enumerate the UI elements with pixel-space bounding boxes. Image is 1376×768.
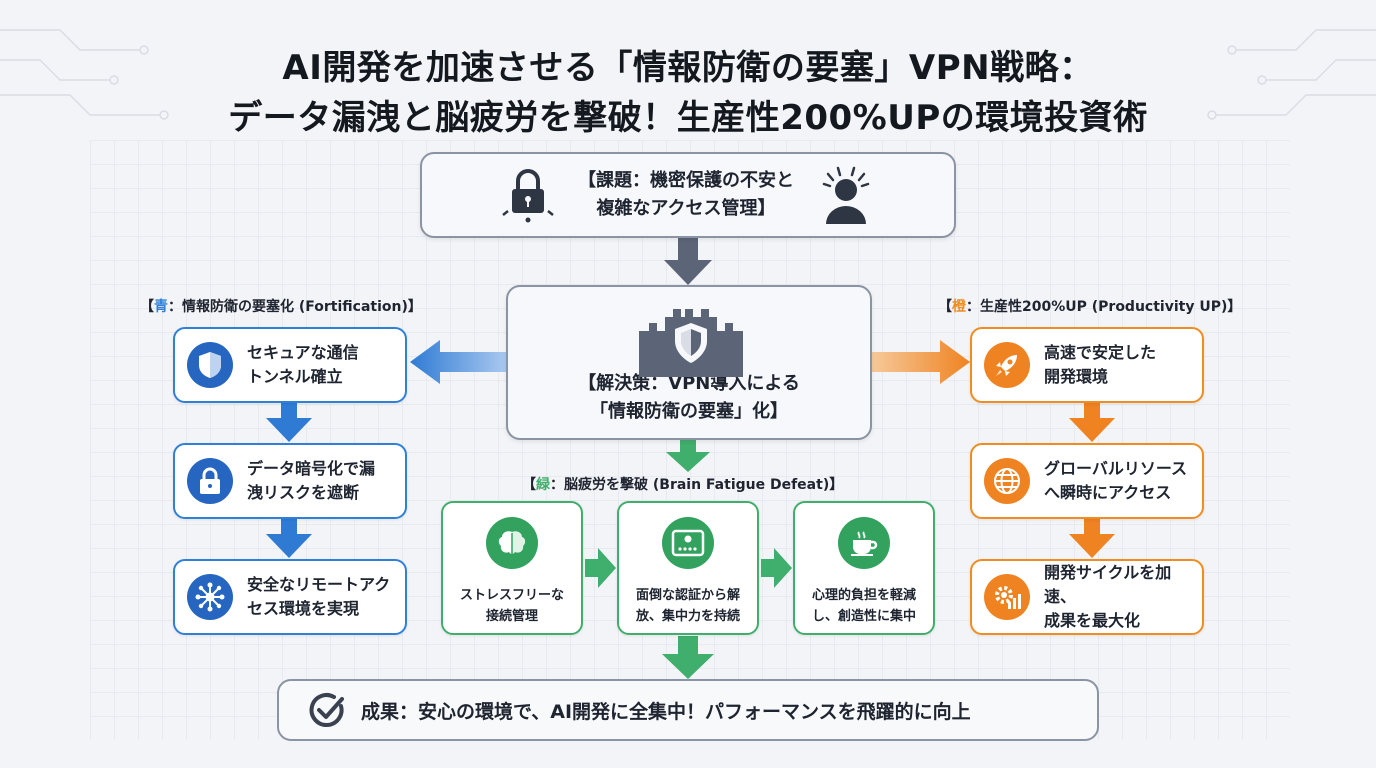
coffee-cup-icon xyxy=(838,517,890,569)
green-label-marker: 緑 xyxy=(536,477,550,493)
blue-card-1: セキュアな通信トンネル確立 xyxy=(173,327,407,403)
title-line-1: AI開発を加速させる「情報防衛の要塞」VPN戦略： xyxy=(282,48,1094,88)
arrow-blue-2-3 xyxy=(266,519,312,558)
arrow-green-to-result xyxy=(662,636,714,679)
check-circle-icon xyxy=(309,693,344,727)
orange-section-label: 【橙：生産性200%UP (Productivity UP)】 xyxy=(938,296,1241,316)
blue-card-3: 安全なリモートアクセス環境を実現 xyxy=(173,559,407,635)
orange-card-2-line-2: へ瞬時にアクセス xyxy=(1044,483,1172,502)
solution-line-2: 「情報防衛の要塞」化】 xyxy=(590,401,788,422)
green-card-2: 面倒な認証から解放、集中力を持続 xyxy=(617,501,759,635)
green-card-3-line-1: 心理的負担を軽減 xyxy=(811,588,916,603)
arrow-solution-to-green xyxy=(666,440,710,472)
blue-card-3-line-2: セス環境を実現 xyxy=(247,599,360,618)
blue-card-2: データ暗号化で漏洩リスクを遮断 xyxy=(173,443,407,519)
arrow-green-2-3 xyxy=(761,548,792,588)
green-card-2-line-2: 放、集中力を持続 xyxy=(635,609,740,624)
shield-icon xyxy=(187,342,233,388)
blue-label-rest: ：情報防衛の要塞化 (Fortification)】 xyxy=(168,299,422,315)
green-card-2-line-1: 面倒な認証から解 xyxy=(635,588,740,603)
blue-card-1-line-1: セキュアな通信 xyxy=(247,343,359,362)
green-card-3-line-2: し、創造性に集中 xyxy=(811,609,916,624)
orange-card-1-line-1: 高速で安定した xyxy=(1044,343,1157,362)
blue-section-label: 【青：情報防衛の要塞化 (Fortification)】 xyxy=(140,296,422,316)
arrow-orange-2-3 xyxy=(1069,519,1115,558)
problem-line-1: 【課題：機密保護の不安と xyxy=(578,170,794,191)
result-box: 成果：安心の環境で、AI開発に全集中！パフォーマンスを飛躍的に向上 xyxy=(277,679,1099,741)
solution-line-1: 【解決策：VPN導入による xyxy=(578,373,800,394)
title-line-2: データ漏洩と脳疲労を撃破！生産性200%UPの環境投資術 xyxy=(228,98,1148,138)
green-section-label: 【緑：脳疲労を撃破 (Brain Fatigue Defeat)】 xyxy=(522,474,843,494)
green-card-1-line-2: 接続管理 xyxy=(485,609,538,624)
blue-card-2-line-1: データ暗号化で漏 xyxy=(247,459,376,478)
arrow-orange-1-2 xyxy=(1069,403,1115,442)
blue-card-3-line-1: 安全なリモートアク xyxy=(247,575,391,594)
orange-label-marker: 橙 xyxy=(952,299,966,315)
globe-icon xyxy=(984,458,1030,504)
orange-card-3-line-2: 成果を最大化 xyxy=(1044,611,1141,630)
orange-card-3-line-1: 開発サイクルを加速、 xyxy=(1044,563,1172,606)
arrow-solution-to-orange xyxy=(872,340,970,384)
padlock-icon xyxy=(187,458,233,504)
blue-label-marker: 青 xyxy=(154,299,168,315)
login-user-icon xyxy=(662,517,714,569)
orange-card-1: 高速で安定した開発環境 xyxy=(970,327,1204,403)
orange-card-2: グローバルリソースへ瞬時にアクセス xyxy=(970,443,1204,519)
solution-box: 【解決策：VPN導入による 「情報防衛の要塞」化】 xyxy=(506,285,872,440)
gear-chart-icon xyxy=(984,574,1030,620)
circuit-decoration-right xyxy=(1207,29,1376,120)
arrow-blue-1-2 xyxy=(266,403,312,442)
arrow-solution-to-blue xyxy=(410,340,506,384)
orange-label-rest: ：生産性200%UP (Productivity UP)】 xyxy=(966,299,1242,315)
problem-line-2: 複雑なアクセス管理】 xyxy=(596,198,776,219)
problem-box: 【課題：機密保護の不安と 複雑なアクセス管理】 xyxy=(420,152,956,238)
result-text: 成果：安心の環境で、AI開発に全集中！パフォーマンスを飛躍的に向上 xyxy=(361,700,971,723)
green-label-open: 【 xyxy=(522,477,536,493)
orange-label-open: 【 xyxy=(938,299,952,315)
orange-card-3: 開発サイクルを加速、成果を最大化 xyxy=(970,559,1204,635)
green-card-3: 心理的負担を軽減し、創造性に集中 xyxy=(793,501,935,635)
orange-card-1-line-2: 開発環境 xyxy=(1044,367,1109,386)
orange-card-2-line-1: グローバルリソース xyxy=(1044,459,1188,478)
green-card-1-line-1: ストレスフリーな xyxy=(459,588,564,603)
brain-icon xyxy=(486,517,538,569)
blue-card-1-line-2: トンネル確立 xyxy=(247,367,343,386)
circuit-decoration-left xyxy=(0,29,169,120)
network-icon xyxy=(187,574,233,620)
arrow-problem-to-solution xyxy=(664,238,712,285)
stressed-person-icon xyxy=(822,166,870,224)
green-card-1: ストレスフリーな接続管理 xyxy=(441,501,583,635)
rocket-icon xyxy=(984,342,1030,388)
castle-shield-icon xyxy=(639,309,743,377)
blue-label-open: 【 xyxy=(140,299,154,315)
blue-card-2-line-2: 洩リスクを遮断 xyxy=(247,483,360,502)
arrow-green-1-2 xyxy=(585,548,616,588)
lock-icon xyxy=(502,169,554,223)
green-label-rest: ：脳疲労を撃破 (Brain Fatigue Defeat)】 xyxy=(550,477,844,493)
